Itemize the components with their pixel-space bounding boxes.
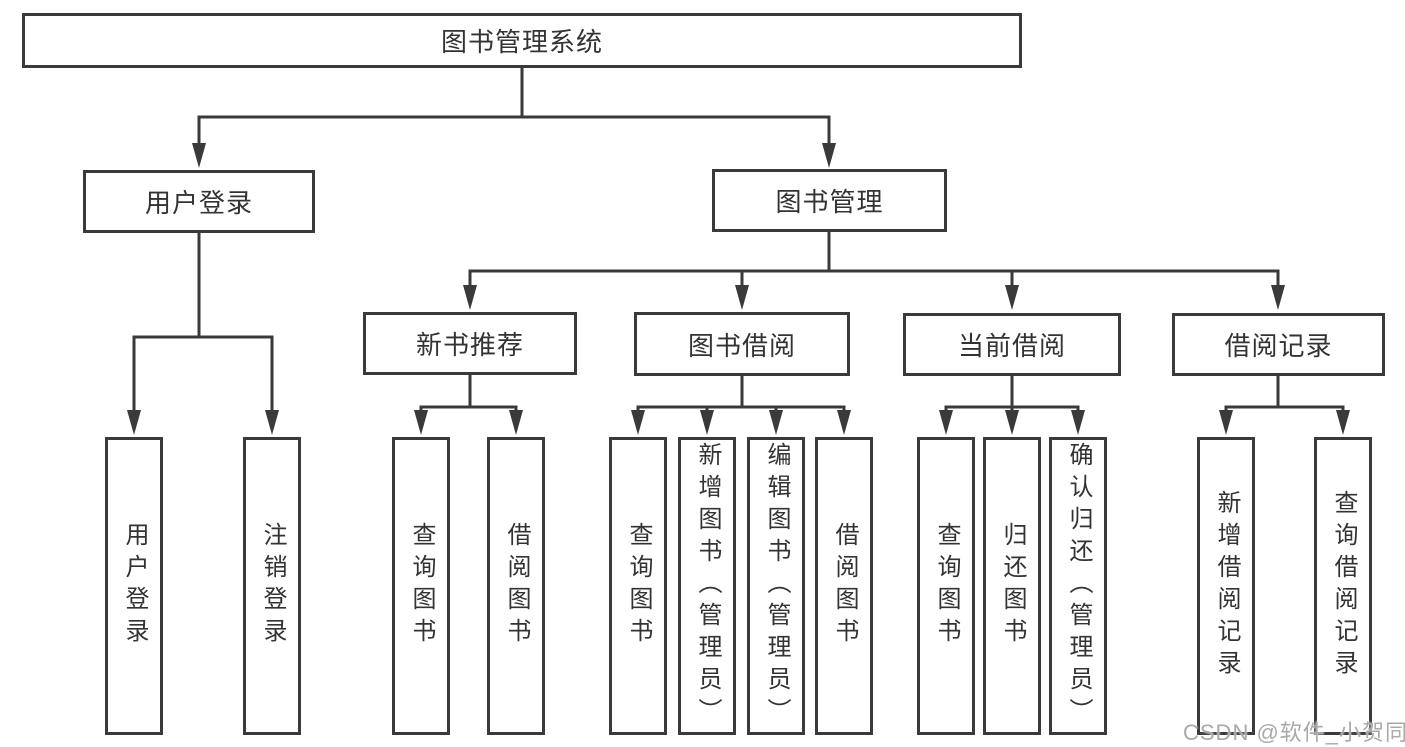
node-label: 注销登录 bbox=[259, 522, 286, 650]
node-label: 新增图书（管理员） bbox=[694, 442, 721, 730]
node-label: 归还图书 bbox=[999, 522, 1026, 650]
node-label: 图书借阅 bbox=[687, 330, 796, 361]
node-confirm-return-admin: 确认归还（管理员） bbox=[1049, 437, 1107, 735]
arrowheads bbox=[127, 143, 1350, 435]
node-label: 新增借阅记录 bbox=[1213, 490, 1240, 682]
connector-user-login-to-leaves bbox=[132, 233, 274, 413]
node-label: 借阅图书 bbox=[503, 522, 530, 650]
node-query-books-recommendation: 查询图书 bbox=[392, 437, 450, 735]
connector-book-management-to-level3 bbox=[468, 232, 1280, 288]
node-add-books-admin: 新增图书（管理员） bbox=[678, 437, 736, 735]
connector-book-borrowing-to-leaves bbox=[636, 376, 846, 413]
node-user-login: 用户登录 bbox=[105, 437, 163, 735]
node-user-login-group: 用户登录 bbox=[83, 170, 315, 233]
node-book-management: 图书管理 bbox=[712, 169, 947, 232]
connector-current-borrowing-to-leaves bbox=[944, 376, 1080, 413]
node-query-books-current: 查询图书 bbox=[917, 437, 975, 735]
node-new-book-recommendation: 新书推荐 bbox=[363, 312, 577, 375]
node-add-borrowing-record: 新增借阅记录 bbox=[1197, 437, 1255, 735]
node-label: 用户登录 bbox=[144, 188, 253, 218]
node-query-books-borrowing: 查询图书 bbox=[609, 437, 667, 735]
node-borrowing-records: 借阅记录 bbox=[1172, 313, 1385, 376]
node-label: 查询图书 bbox=[625, 522, 652, 650]
node-label: 确认归还（管理员） bbox=[1065, 442, 1092, 730]
node-label: 图书管理 bbox=[775, 187, 884, 217]
node-label: 查询图书 bbox=[408, 522, 435, 650]
connector-new-book-rec-to-leaves bbox=[419, 375, 518, 413]
node-label: 借阅记录 bbox=[1224, 331, 1333, 361]
node-borrow-books: 借阅图书 bbox=[815, 437, 873, 735]
node-edit-books-admin: 编辑图书（管理员） bbox=[747, 437, 805, 735]
node-logout: 注销登录 bbox=[243, 437, 301, 735]
node-query-borrowing-record: 查询借阅记录 bbox=[1314, 437, 1372, 735]
node-return-books: 归还图书 bbox=[983, 437, 1041, 735]
node-library-management-system: 图书管理系统 bbox=[22, 13, 1022, 68]
node-label: 当前借阅 bbox=[957, 331, 1066, 361]
node-label: 借阅图书 bbox=[831, 522, 858, 650]
node-label: 图书管理系统 bbox=[440, 27, 603, 57]
connector-borrowing-records-to-leaves bbox=[1224, 376, 1345, 413]
node-borrow-books-recommendation: 借阅图书 bbox=[487, 437, 545, 735]
connector-root-to-level2 bbox=[197, 68, 831, 146]
node-label: 编辑图书（管理员） bbox=[763, 442, 790, 730]
node-label: 查询图书 bbox=[933, 522, 960, 650]
watermark-text: CSDN @软件_小贺同学 bbox=[1183, 720, 1405, 745]
node-book-borrowing: 图书借阅 bbox=[634, 312, 850, 376]
node-current-borrowing: 当前借阅 bbox=[903, 313, 1121, 376]
node-label: 用户登录 bbox=[121, 522, 148, 650]
node-label: 新书推荐 bbox=[415, 330, 524, 360]
node-label: 查询借阅记录 bbox=[1330, 490, 1357, 682]
